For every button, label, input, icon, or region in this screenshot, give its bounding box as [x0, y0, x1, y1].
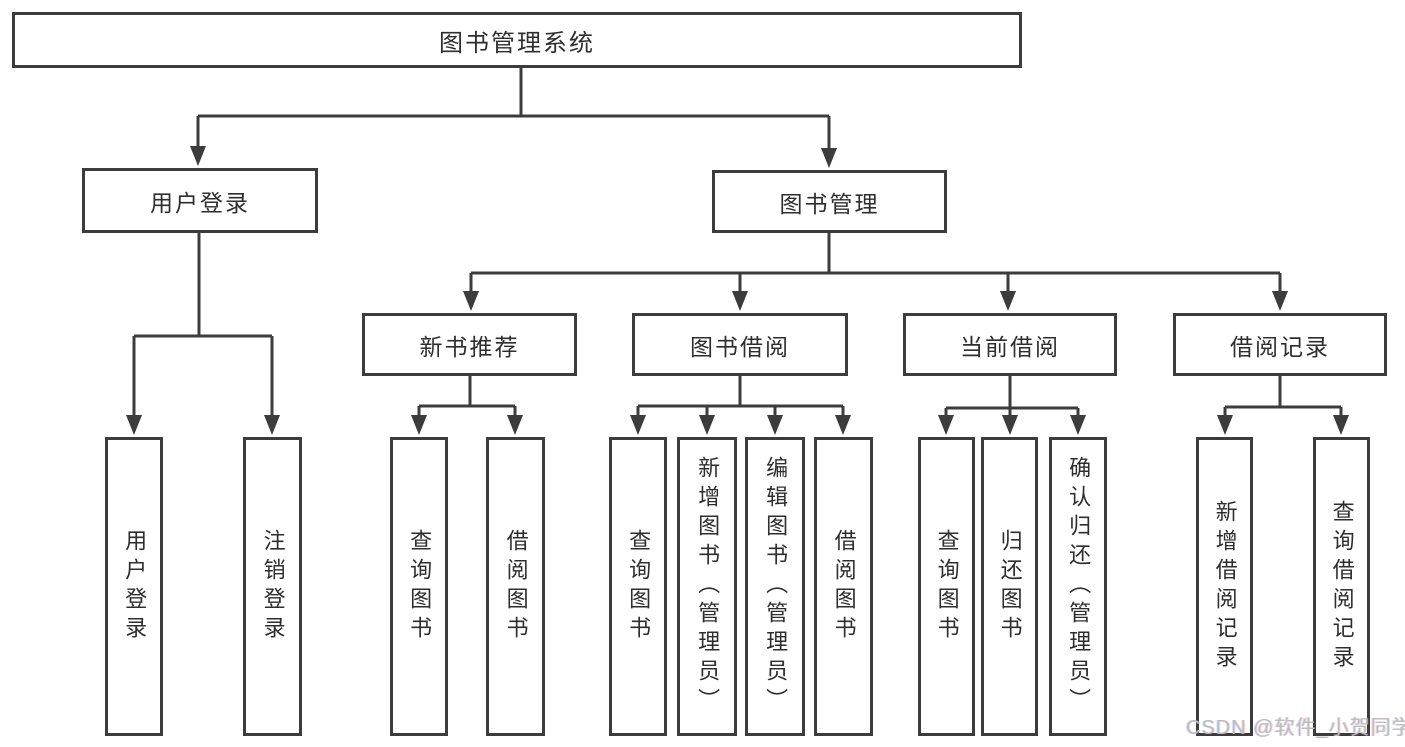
node-label: 用户登录 — [150, 189, 250, 216]
leaf-label: 新增借阅记录 — [1212, 499, 1238, 674]
node-book-management: 图书管理 — [712, 170, 947, 233]
leaf-label: 借阅图书 — [503, 528, 529, 645]
connector-current-borrow — [944, 376, 1080, 418]
leaf-confirm-return-admin: 确认归还（管理员） — [1049, 437, 1107, 736]
connector-new-book — [417, 376, 517, 418]
leaf-label: 查询借阅记录 — [1329, 499, 1355, 674]
node-new-book-recommend: 新书推荐 — [362, 313, 577, 376]
leaf-label: 查询图书 — [934, 528, 960, 645]
connector-root-stem — [196, 68, 831, 151]
leaf-borrow-books-1: 借阅图书 — [486, 437, 545, 736]
node-library-system: 图书管理系统 — [12, 12, 1022, 68]
leaf-label: 归还图书 — [997, 528, 1023, 645]
leaf-label: 编辑图书（管理员） — [763, 456, 789, 717]
leaf-label: 新增图书（管理员） — [695, 456, 721, 717]
node-label: 当前借阅 — [960, 333, 1060, 360]
leaf-label: 借阅图书 — [831, 528, 857, 645]
connector-user-login — [132, 233, 274, 418]
leaf-label: 查询图书 — [407, 528, 433, 645]
node-label: 新书推荐 — [419, 333, 520, 360]
leaf-label: 注销登录 — [260, 528, 286, 645]
connector-book-mgmt — [469, 233, 1282, 294]
leaf-user-login: 用户登录 — [105, 437, 163, 736]
leaf-borrow-books-2: 借阅图书 — [814, 437, 873, 736]
leaf-edit-books-admin: 编辑图书（管理员） — [745, 437, 805, 736]
leaf-label: 确认归还（管理员） — [1066, 456, 1092, 717]
csdn-watermark: CSDN @软件_小贺同学 — [1186, 717, 1405, 739]
node-label: 图书管理 — [779, 190, 880, 217]
leaf-label: 查询图书 — [626, 528, 652, 645]
connector-book-borrow — [636, 376, 845, 418]
connector-borrow-records — [1223, 376, 1343, 418]
node-current-borrow: 当前借阅 — [903, 313, 1117, 376]
node-label: 图书借阅 — [690, 333, 790, 360]
node-label: 借阅记录 — [1230, 333, 1330, 360]
leaf-logout: 注销登录 — [243, 437, 302, 736]
leaf-add-books-admin: 新增图书（管理员） — [677, 437, 737, 736]
leaf-query-books-1: 查询图书 — [390, 437, 448, 736]
node-borrow-records: 借阅记录 — [1173, 313, 1387, 376]
leaf-add-borrow-record: 新增借阅记录 — [1196, 437, 1253, 736]
arrowheads — [126, 146, 1349, 435]
node-user-login: 用户登录 — [82, 168, 318, 233]
leaf-query-books-2: 查询图书 — [609, 437, 667, 736]
leaf-return-books: 归还图书 — [981, 437, 1038, 736]
node-label: 图书管理系统 — [439, 29, 595, 57]
leaf-query-borrow-record: 查询借阅记录 — [1313, 437, 1370, 736]
node-book-borrow: 图书借阅 — [632, 313, 848, 376]
leaf-query-books-3: 查询图书 — [918, 437, 975, 736]
leaf-label: 用户登录 — [122, 528, 148, 645]
